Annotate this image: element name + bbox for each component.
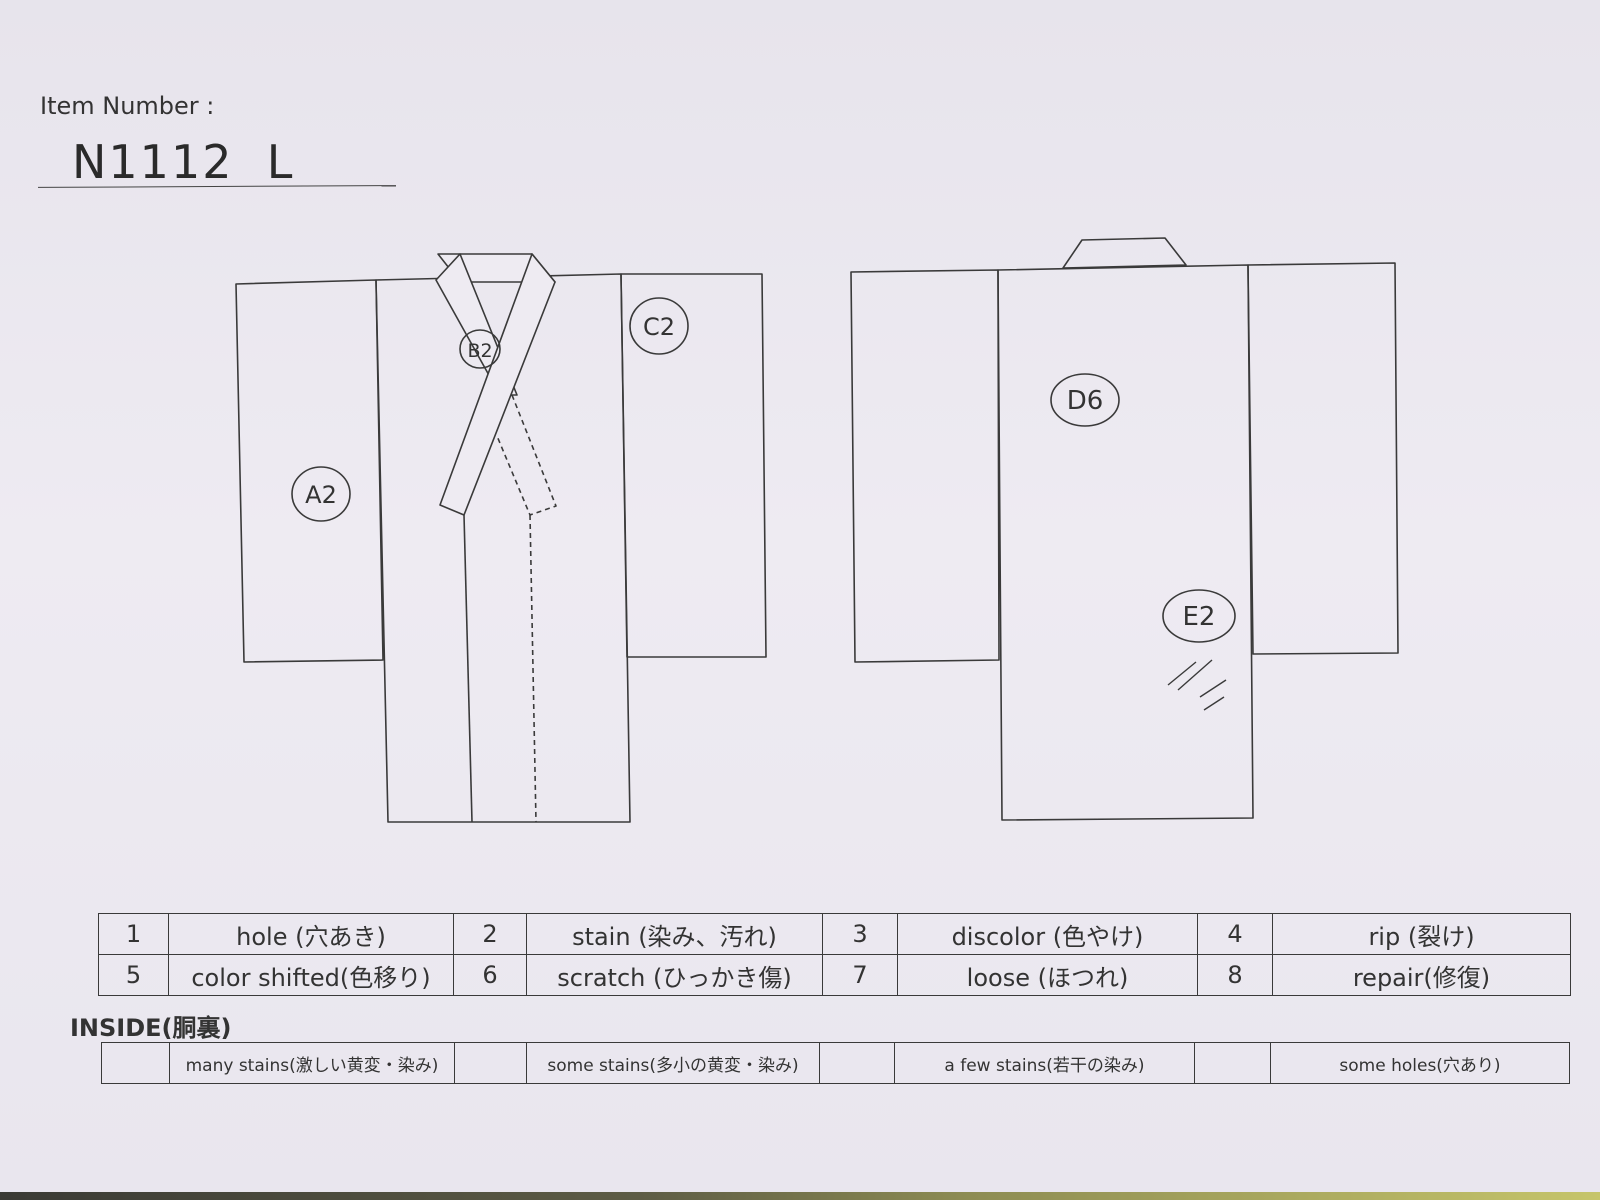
- inside-label: some stains(多小の黄変・染み): [526, 1042, 820, 1084]
- damage-mark-e: [1162, 589, 1236, 643]
- code-label: scratch (ひっかき傷): [526, 954, 823, 996]
- mark-label-d: D6: [1067, 386, 1104, 416]
- code-label: rip (裂け): [1272, 913, 1571, 955]
- inside-label: many stains(激しい黄変・染み): [169, 1042, 455, 1084]
- front-right-sleeve: [620, 273, 767, 658]
- inside-check-box: [819, 1042, 895, 1084]
- inside-condition-table: many stains(激しい黄変・染み) some stains(多小の黄変・…: [101, 1042, 1570, 1084]
- mark-circle-a: [291, 466, 351, 522]
- damage-mark-a: [291, 466, 351, 522]
- code-number: 7: [822, 954, 898, 996]
- mark-label-b: B2: [467, 340, 492, 362]
- table-surface-edge: [0, 1192, 1600, 1200]
- mark-circle-e: [1162, 589, 1236, 643]
- code-number: 5: [98, 954, 169, 996]
- kimono-front: [235, 253, 767, 823]
- mark-label-c: C2: [643, 313, 675, 341]
- damage-mark-d: [1050, 373, 1120, 427]
- table-row: many stains(激しい黄変・染み) some stains(多小の黄変・…: [101, 1042, 1570, 1084]
- kimono-back: [850, 237, 1399, 821]
- table-row: 5 color shifted(色移り) 6 scratch (ひっかき傷) 7…: [98, 954, 1571, 996]
- inside-check-box: [1194, 1042, 1271, 1084]
- mark-circle-c: [629, 297, 689, 355]
- back-body: [997, 264, 1254, 821]
- mark-circle-d: [1050, 373, 1120, 427]
- inside-title: INSIDE(胴裏): [70, 1014, 232, 1042]
- back-scratch-hatch: [1167, 659, 1227, 711]
- inside-check-box: [454, 1042, 527, 1084]
- mark-label-a: A2: [305, 481, 337, 509]
- item-number-value: N1112 L: [72, 135, 295, 189]
- code-number: 1: [98, 913, 169, 955]
- front-seam-hidden: [529, 514, 537, 823]
- inside-label: some holes(穴あり): [1270, 1042, 1570, 1084]
- mark-label-e: E2: [1183, 602, 1216, 632]
- code-label: discolor (色やけ): [897, 913, 1198, 955]
- code-number: 2: [453, 913, 527, 955]
- back-left-sleeve: [850, 269, 1000, 663]
- damage-mark-b: [459, 329, 501, 369]
- back-collar: [1062, 237, 1187, 269]
- damage-mark-c: [629, 297, 689, 355]
- inside-check-box: [101, 1042, 170, 1084]
- front-left-sleeve: [235, 279, 384, 663]
- front-collar-hidden-edge: [496, 394, 557, 516]
- damage-code-table: 1 hole (穴あき) 2 stain (染み、汚れ) 3 discolor …: [98, 913, 1571, 996]
- code-number: 4: [1197, 913, 1273, 955]
- front-seam-left: [463, 514, 473, 823]
- table-row: 1 hole (穴あき) 2 stain (染み、汚れ) 3 discolor …: [98, 913, 1571, 955]
- code-label: loose (ほつれ): [897, 954, 1198, 996]
- item-number-label: Item Number :: [40, 92, 215, 120]
- code-label: stain (染み、汚れ): [526, 913, 823, 955]
- code-number: 3: [822, 913, 898, 955]
- back-right-sleeve: [1247, 262, 1399, 655]
- mark-circle-b: [459, 329, 501, 369]
- code-label: repair(修復): [1272, 954, 1571, 996]
- code-number: 6: [453, 954, 527, 996]
- code-label: hole (穴あき): [168, 913, 454, 955]
- code-label: color shifted(色移り): [168, 954, 454, 996]
- code-number: 8: [1197, 954, 1273, 996]
- inside-label: a few stains(若干の染み): [894, 1042, 1195, 1084]
